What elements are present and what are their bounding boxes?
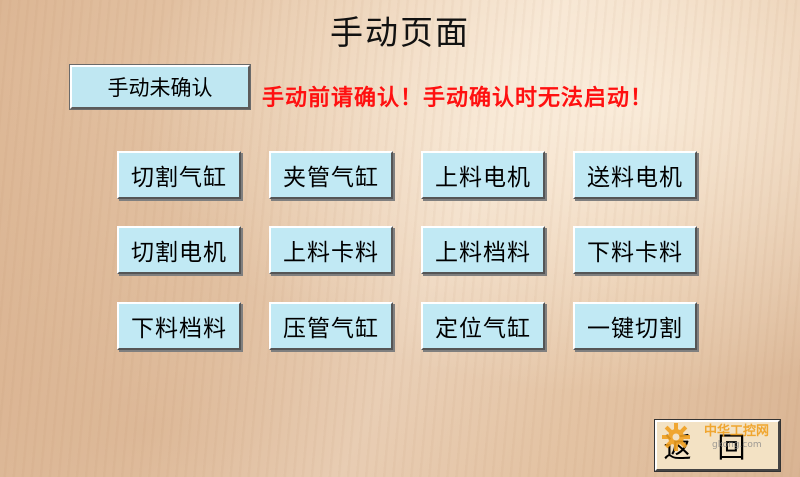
positioning-cylinder-button[interactable]: 定位气缸 xyxy=(421,302,545,350)
one-key-cut-button[interactable]: 一键切割 xyxy=(573,302,697,350)
page-title: 手动页面 xyxy=(330,13,470,52)
cutting-motor-button[interactable]: 切割电机 xyxy=(117,226,241,274)
unloading-stop-button[interactable]: 下料档料 xyxy=(117,302,241,350)
warning-text: 手动前请确认！手动确认时无法启动！ xyxy=(262,86,654,111)
cutting-cylinder-button[interactable]: 切割气缸 xyxy=(117,151,241,199)
loading-motor-button[interactable]: 上料电机 xyxy=(421,151,545,199)
unloading-clamp-button[interactable]: 下料卡料 xyxy=(573,226,697,274)
loading-stop-button[interactable]: 上料档料 xyxy=(421,226,545,274)
clamp-cylinder-button[interactable]: 夹管气缸 xyxy=(269,151,393,199)
manual-confirm-button[interactable]: 手动未确认 xyxy=(69,64,251,110)
watermark-url: gkong.com xyxy=(712,440,762,450)
watermark-brand: 中华工控网 xyxy=(704,424,770,439)
press-cylinder-button[interactable]: 压管气缸 xyxy=(269,302,393,350)
gear-icon xyxy=(662,423,690,451)
loading-clamp-button[interactable]: 上料卡料 xyxy=(269,226,393,274)
feed-motor-button[interactable]: 送料电机 xyxy=(573,151,697,199)
